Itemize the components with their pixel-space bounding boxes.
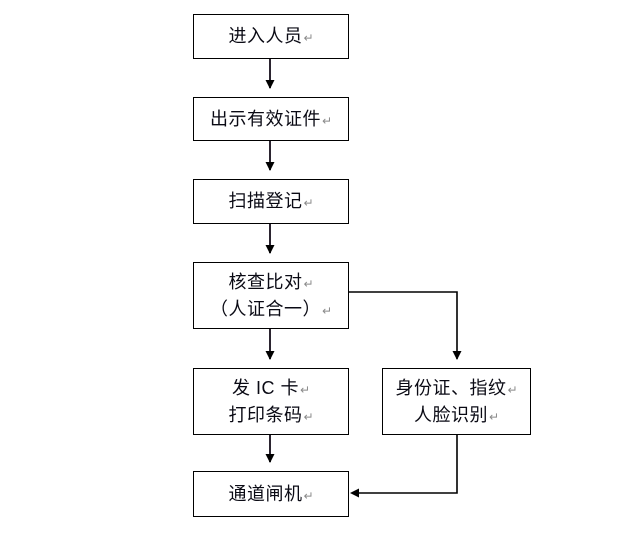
node-enter-personnel[interactable]: 进入人员↵ — [193, 14, 349, 59]
node-present-valid-id[interactable]: 出示有效证件↵ — [193, 97, 349, 141]
node-gate-machine[interactable]: 通道闸机↵ — [193, 471, 349, 517]
edge-n7-to-n6 — [350, 435, 458, 498]
node-line: 通道闸机↵ — [228, 483, 314, 504]
pilcrow-icon: ↵ — [303, 196, 314, 211]
node-line: 扫描登记↵ — [228, 191, 314, 212]
pilcrow-icon: ↵ — [507, 383, 518, 398]
node-line: 出示有效证件↵ — [209, 108, 333, 129]
pilcrow-icon: ↵ — [321, 113, 333, 128]
pilcrow-icon: ↵ — [488, 409, 500, 424]
node-verify-compare[interactable]: 核查比对↵ （人证合一）↵ — [193, 262, 349, 329]
edge-n4-to-n7 — [349, 291, 462, 360]
pilcrow-icon: ↵ — [303, 488, 314, 503]
pilcrow-icon: ↵ — [303, 277, 314, 292]
node-line: 进入人员↵ — [228, 26, 314, 47]
node-line: 核查比对↵ — [228, 272, 314, 293]
node-line: 身份证、指纹↵ — [395, 378, 518, 399]
node-scan-register[interactable]: 扫描登记↵ — [193, 179, 349, 224]
node-id-fingerprint-face-recognition[interactable]: 身份证、指纹↵ 人脸识别↵ — [382, 368, 531, 435]
node-line: 人脸识别↵ — [413, 404, 500, 425]
pilcrow-icon: ↵ — [303, 31, 314, 46]
pilcrow-icon: ↵ — [299, 383, 311, 398]
node-line: 发 IC 卡↵ — [231, 378, 311, 399]
node-issue-ic-card-print-barcode[interactable]: 发 IC 卡↵ 打印条码↵ — [193, 368, 349, 435]
pilcrow-icon: ↵ — [303, 409, 314, 424]
node-line: 打印条码↵ — [228, 404, 314, 425]
pilcrow-icon: ↵ — [321, 303, 333, 318]
node-line: （人证合一）↵ — [209, 298, 333, 319]
